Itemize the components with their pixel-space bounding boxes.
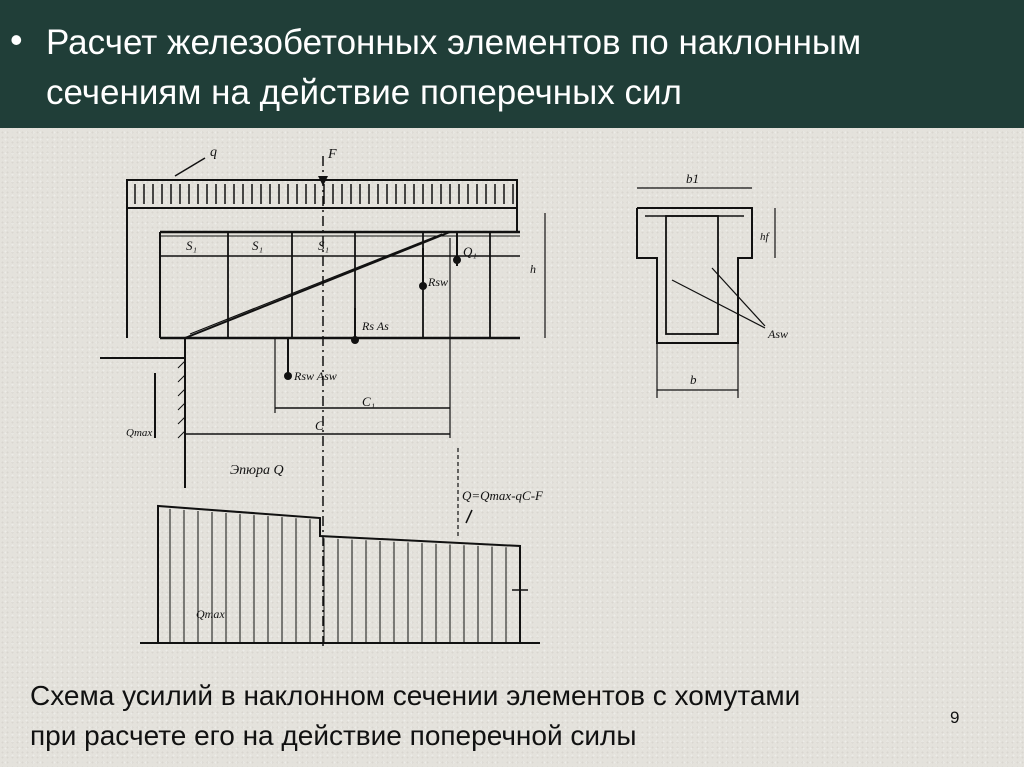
force-RswAsw-head <box>284 372 292 380</box>
slide-title-line-2: сечениям на действие поперечных сил <box>46 73 682 112</box>
stirrups <box>227 232 491 338</box>
caption: Схема усилий в наклонном сечении элемент… <box>30 676 990 756</box>
force-Q1-head <box>453 256 461 264</box>
label-Asw: Asw <box>767 327 788 341</box>
slide-title: Расчет железобетонных элементов по накло… <box>46 18 1006 118</box>
header-bar: • Расчет железобетонных элементов по нак… <box>0 0 1024 128</box>
label-b1: b1 <box>686 171 699 186</box>
force-RsAs-head <box>351 336 359 344</box>
formula-leader-tick <box>465 509 473 524</box>
distributed-load-ticks <box>134 184 514 204</box>
slide-title-line-1: Расчет железобетонных элементов по накло… <box>46 23 862 62</box>
label-S1-b: S₁ <box>252 238 263 253</box>
load-q-leader <box>174 157 206 177</box>
label-S1-c: S₁ <box>318 238 329 253</box>
support-hatching <box>177 360 186 439</box>
label-formula: Q=Qmax-qC-F <box>462 488 544 503</box>
label-b: b <box>690 372 697 387</box>
label-h: h <box>530 262 536 276</box>
label-epure-Q: Эпюра Q <box>230 463 284 478</box>
asw-leader-1 <box>671 279 766 329</box>
label-S1-a: S₁ <box>186 238 197 253</box>
inclined-crack-2 <box>189 233 443 335</box>
label-Rsw: Rsw <box>427 275 448 289</box>
caption-line-2: при расчете его на действие поперечной с… <box>30 720 637 751</box>
label-C: C <box>315 418 324 433</box>
label-q: q <box>210 145 217 160</box>
label-Rsw-Asw: Rsw Asw <box>293 369 337 383</box>
engineering-drawing: q F S₁ S₁ S₁ Q₁ Rsw Rs As Rsw Asw h Qmax… <box>100 145 788 648</box>
label-C1: C₁ <box>362 394 375 409</box>
force-F-arrowhead <box>318 176 328 186</box>
bullet-marker: • <box>10 19 23 60</box>
label-Q1: Q₁ <box>463 244 477 259</box>
asw-leader-2 <box>711 267 766 327</box>
shear-diagram-hatching <box>169 508 507 642</box>
inclined-crack-1 <box>184 231 451 339</box>
caption-line-1: Схема усилий в наклонном сечении элемент… <box>30 680 801 711</box>
label-Qmax-diagram: Qmax <box>196 607 225 621</box>
label-F: F <box>327 147 337 162</box>
cross-section-stirrup <box>665 215 719 335</box>
force-Rsw-head <box>419 282 427 290</box>
page-number: 9 <box>950 708 960 727</box>
label-hf: hf <box>760 231 771 243</box>
cross-section-outline <box>636 207 753 344</box>
label-Qmax: Qmax <box>126 427 152 439</box>
label-Rs-As: Rs As <box>361 319 389 333</box>
